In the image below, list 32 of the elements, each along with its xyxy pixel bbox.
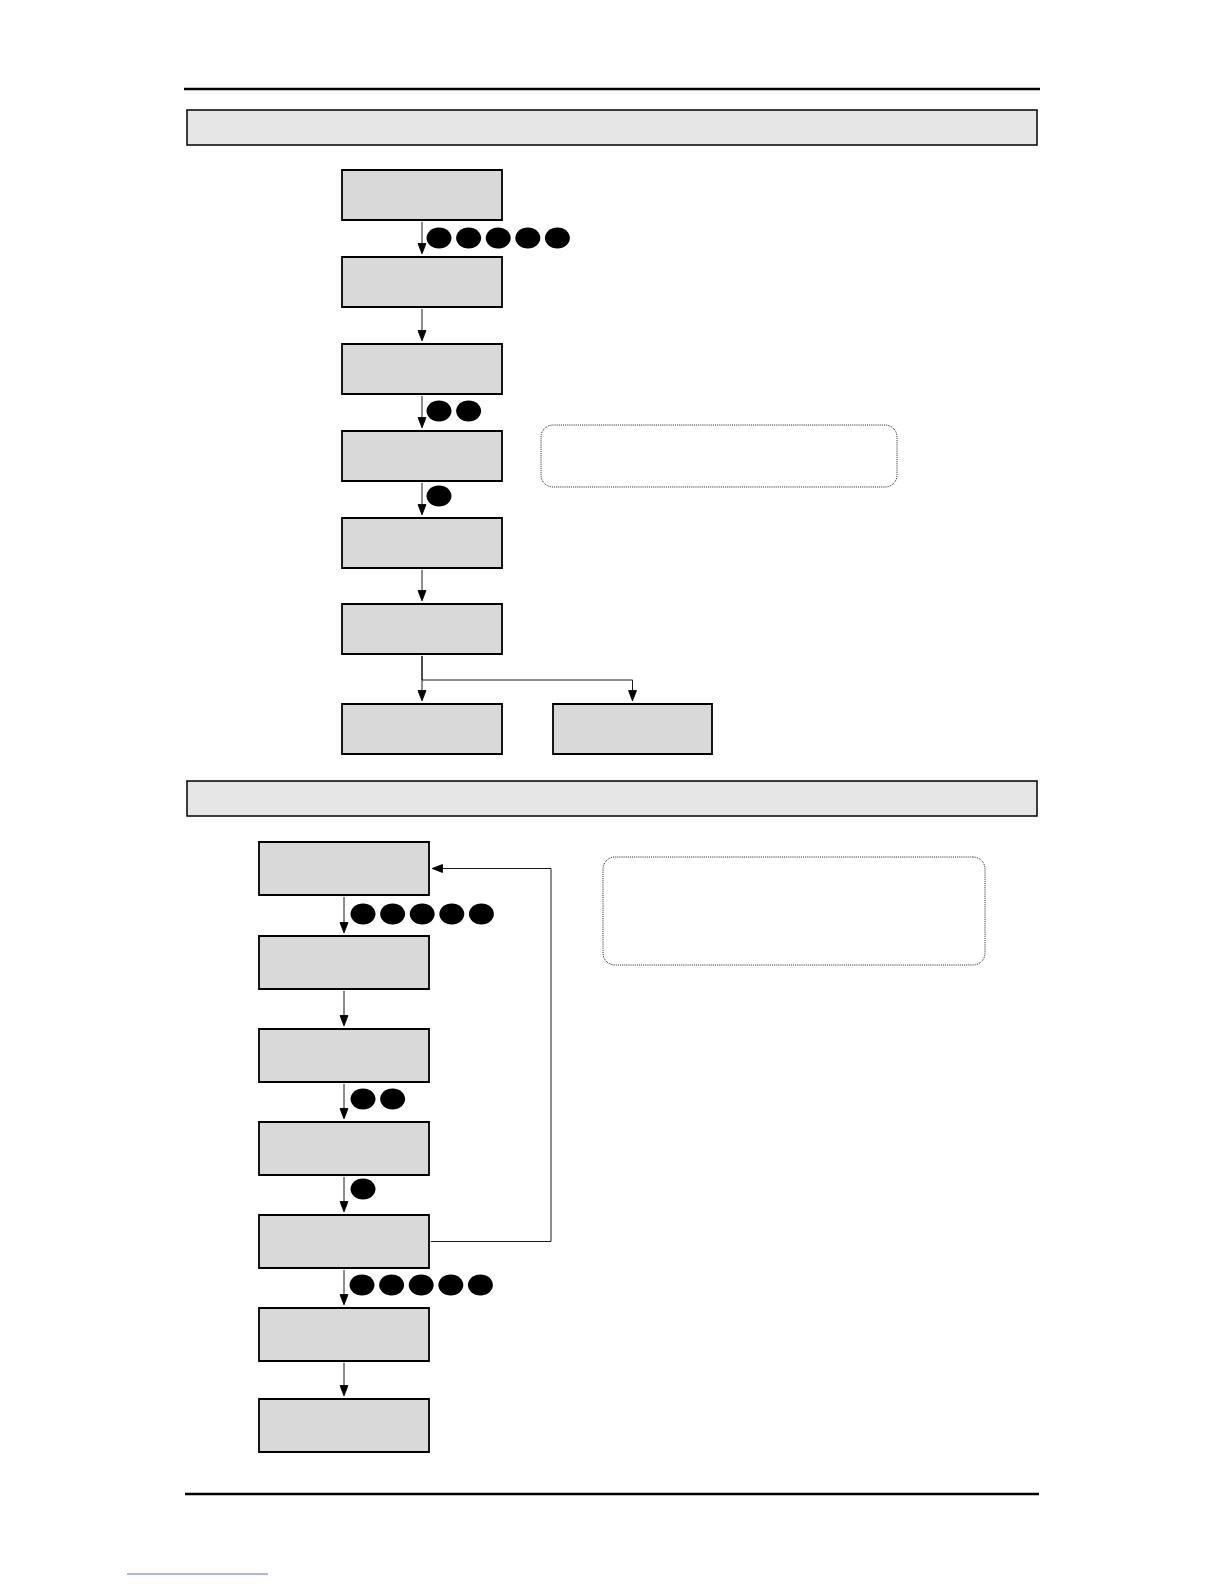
process-box <box>258 1121 430 1176</box>
process-box <box>258 1307 430 1362</box>
arrow <box>417 482 427 516</box>
arrow <box>339 1269 349 1306</box>
arrow <box>421 655 637 702</box>
arrow <box>339 1362 349 1397</box>
process-box <box>258 1028 430 1083</box>
arrow <box>417 308 427 342</box>
process-box <box>341 256 503 308</box>
arrow <box>339 1176 349 1213</box>
process-box <box>341 430 503 482</box>
arrow <box>430 864 552 1242</box>
process-box <box>341 169 503 221</box>
arrow <box>339 1083 349 1120</box>
process-box <box>552 703 713 755</box>
process-box <box>258 841 430 896</box>
arrow <box>417 221 427 255</box>
process-box <box>258 1214 430 1269</box>
section-band <box>186 109 1038 146</box>
note-box <box>540 424 898 488</box>
process-box <box>341 517 503 569</box>
process-box <box>258 1398 430 1453</box>
arrow <box>417 569 427 602</box>
note-box <box>602 856 986 966</box>
process-box <box>341 603 503 655</box>
process-box <box>258 935 430 990</box>
process-box <box>341 703 503 755</box>
arrow <box>339 990 349 1027</box>
arrow <box>417 395 427 429</box>
process-box <box>341 343 503 395</box>
arrow <box>339 896 349 934</box>
section-band <box>186 780 1038 817</box>
